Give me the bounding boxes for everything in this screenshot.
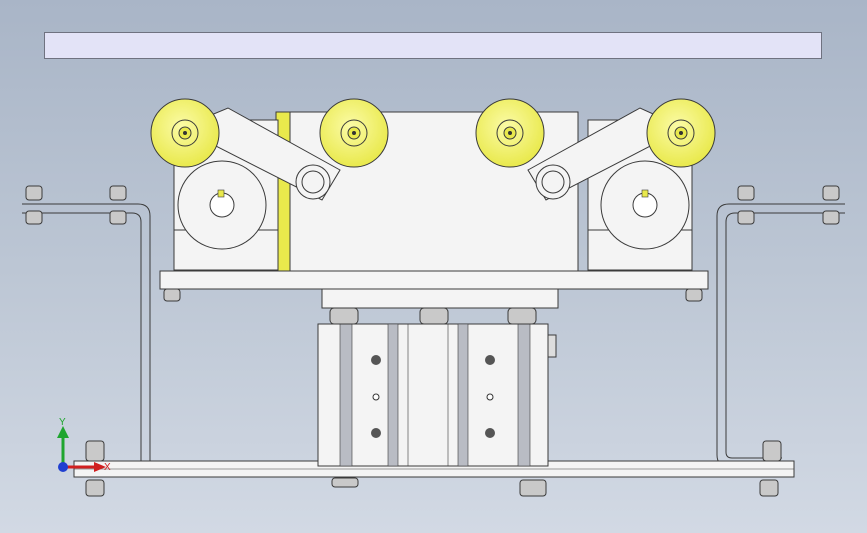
piston-rods — [329, 307, 537, 325]
right-idler-wheel — [600, 160, 690, 250]
x-axis-label: X — [104, 462, 111, 473]
title-bar — [44, 32, 822, 59]
bracket-bolt — [25, 185, 840, 497]
pneumatic-cylinder — [317, 323, 557, 467]
right-support-bracket — [716, 203, 845, 467]
coordinate-triad[interactable]: Y X — [57, 417, 111, 473]
arm-pivot — [295, 164, 571, 200]
y-axis-label: Y — [59, 417, 66, 428]
yellow-drive-wheel — [150, 98, 716, 168]
main-plate — [159, 270, 709, 290]
left-idler-wheel — [177, 160, 267, 250]
left-support-bracket — [22, 203, 151, 462]
